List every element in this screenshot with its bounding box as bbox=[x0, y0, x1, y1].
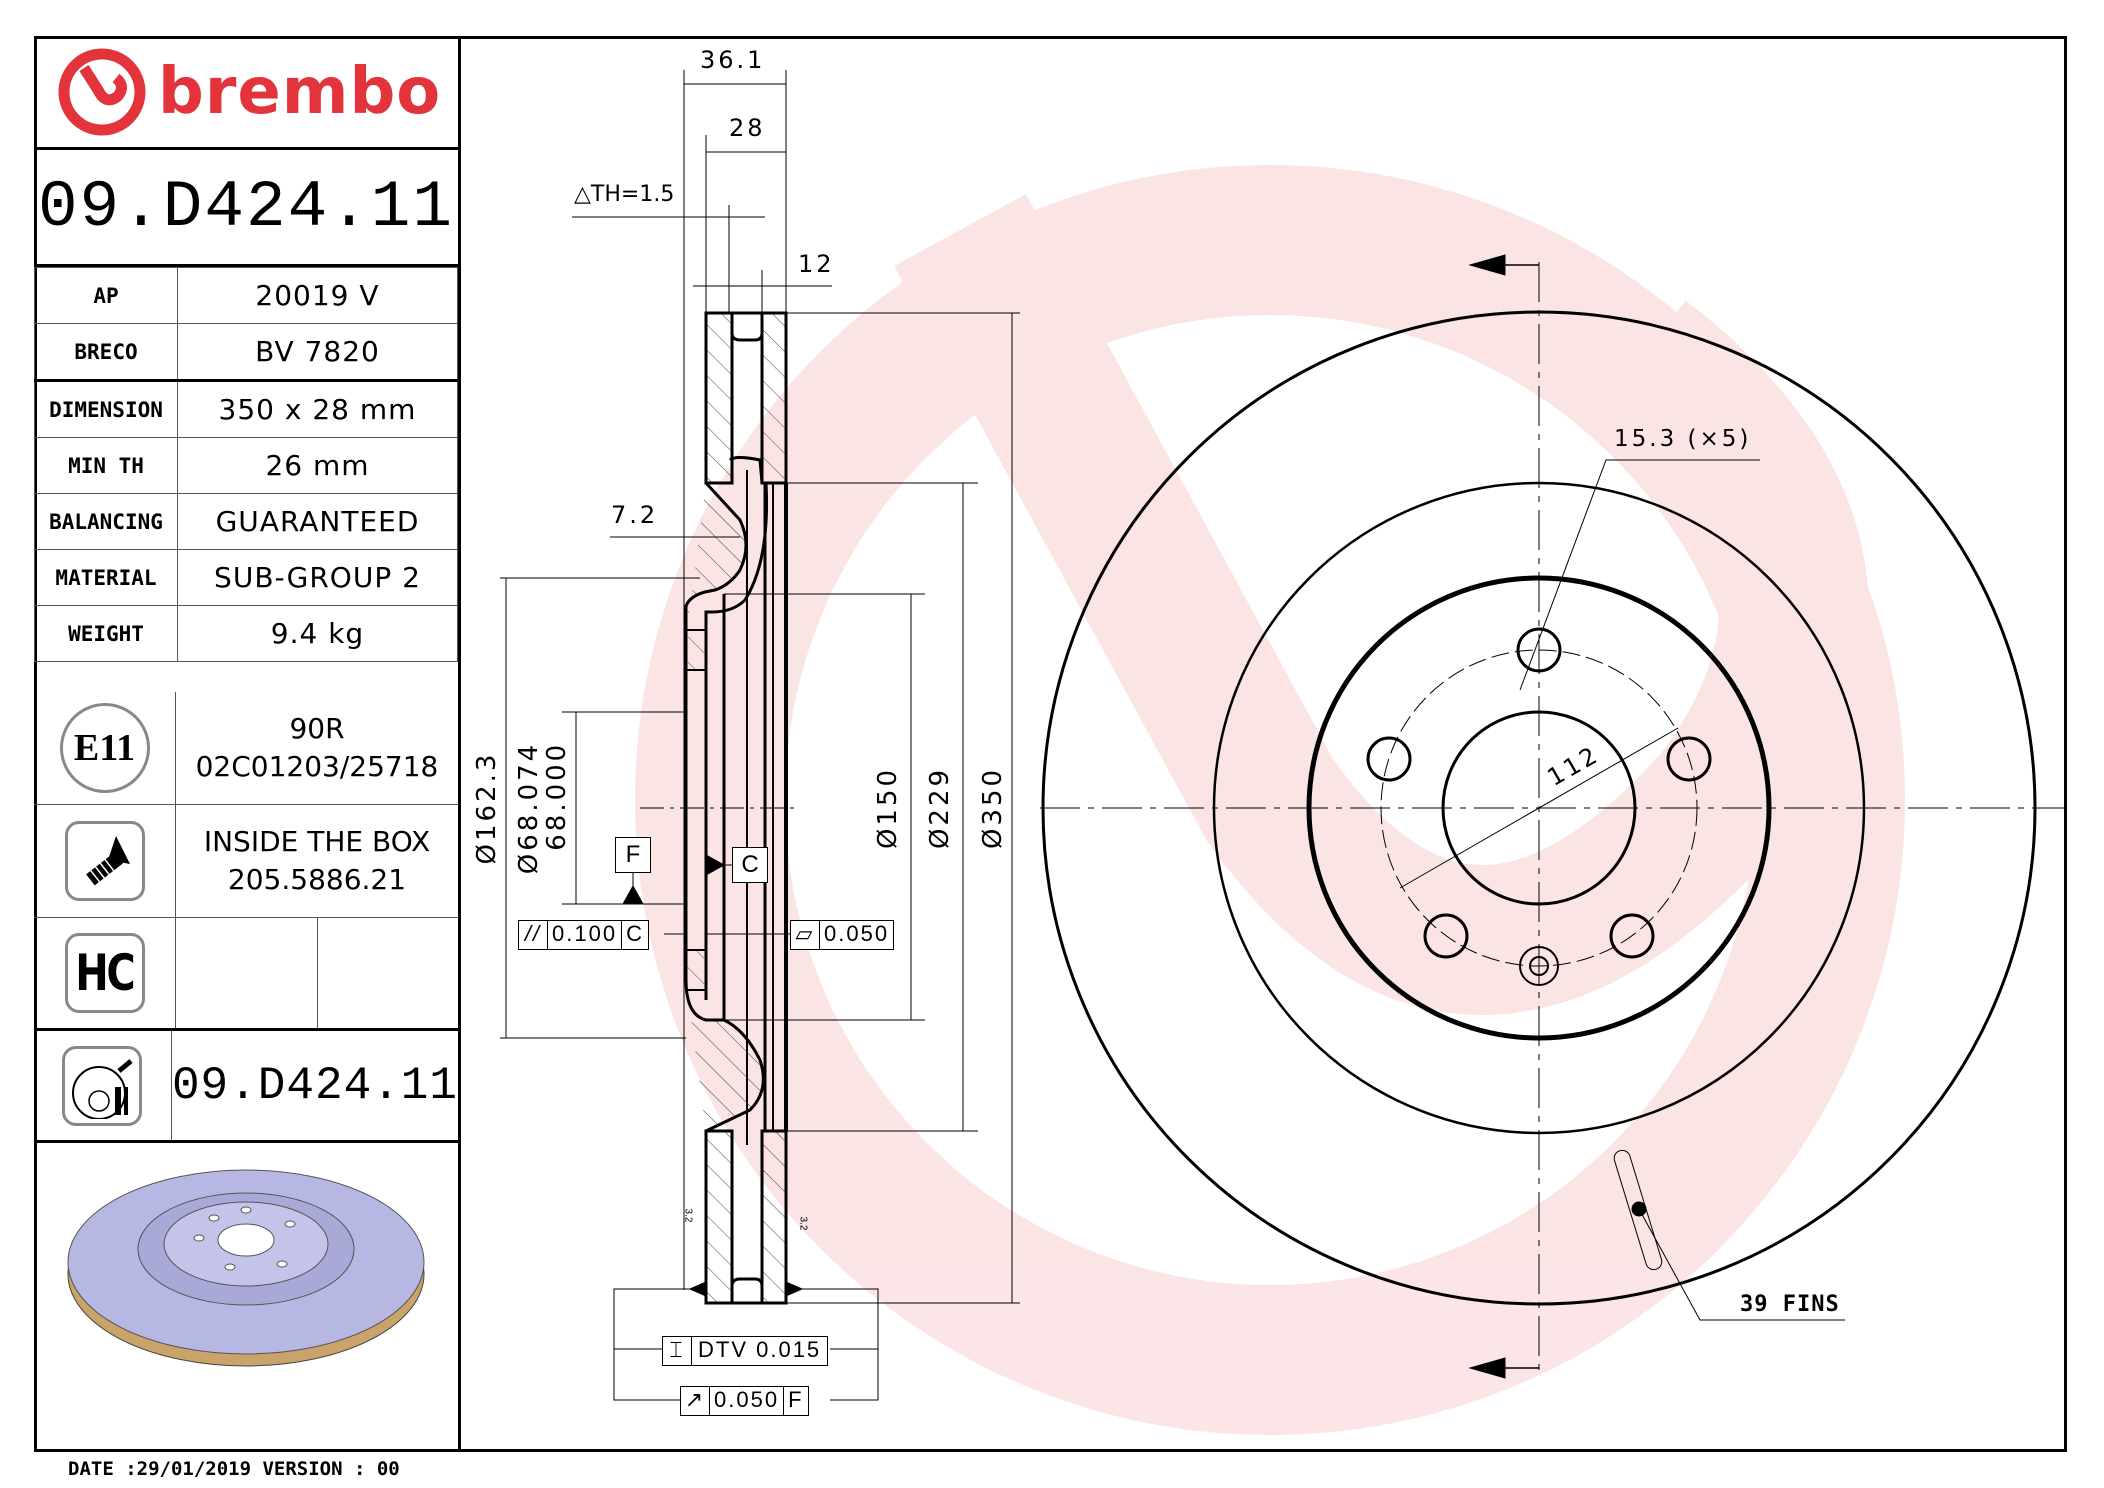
drawing-frame bbox=[34, 36, 2067, 1452]
spec-key: BALANCING bbox=[34, 493, 178, 550]
approval-text: 90R 02C01203/25718 bbox=[176, 692, 458, 804]
runout-frame: ↗ 0.050 F bbox=[680, 1386, 809, 1416]
spec-value: 26 mm bbox=[177, 437, 458, 494]
spec-key: WEIGHT bbox=[34, 605, 178, 662]
spec-value: GUARANTEED bbox=[177, 493, 458, 550]
screw-line2: 205.5886.21 bbox=[227, 863, 407, 896]
flatness-frame: ▱ 0.050 bbox=[790, 920, 895, 950]
dim-hat-offset: 7.2 bbox=[611, 501, 659, 529]
parallelism-value: 0.100 bbox=[548, 921, 623, 949]
dim-overall-width: 36.1 bbox=[700, 46, 766, 74]
runout-ref: F bbox=[788, 1387, 804, 1412]
brembo-logo-icon bbox=[58, 48, 146, 135]
screw-text: INSIDE THE BOX 205.5886.21 bbox=[176, 805, 458, 917]
disc-icon-cell bbox=[34, 1031, 172, 1140]
hc-empty-cells bbox=[176, 918, 458, 1028]
brand-name: brembo bbox=[158, 54, 442, 129]
spec-key: DIMENSION bbox=[34, 379, 178, 438]
section-view bbox=[500, 70, 1020, 1401]
runout-icon: ↗ bbox=[681, 1387, 710, 1415]
dtv-value: DTV 0.015 bbox=[698, 1337, 822, 1362]
spec-value: BV 7820 bbox=[177, 323, 458, 381]
disc-3d-render bbox=[67, 1169, 425, 1367]
hc-empty-cell-1 bbox=[176, 918, 318, 1028]
approval-line1: 90R bbox=[289, 712, 345, 745]
runout-value: 0.050 bbox=[710, 1387, 785, 1415]
parallelism-frame: // 0.100 C bbox=[518, 920, 649, 950]
bolt-hole-label: 15.3 (×5) bbox=[1614, 426, 1752, 452]
spec-value: SUB-GROUP 2 bbox=[177, 549, 458, 606]
brake-disc-icon bbox=[62, 1045, 143, 1126]
hc-row: HC bbox=[34, 918, 458, 1031]
dim-thickness: 28 bbox=[729, 114, 766, 142]
spec-key: MIN TH bbox=[34, 437, 178, 494]
dtv-frame: ⌶ DTV 0.015 bbox=[662, 1336, 829, 1366]
datum-f-box: F bbox=[615, 837, 651, 873]
date-version-footer: DATE :29/01/2019 VERSION : 00 bbox=[68, 1458, 400, 1480]
approval-icon-cell: E11 bbox=[34, 692, 176, 804]
hc-empty-cell-2 bbox=[318, 918, 459, 1028]
screw-icon-cell bbox=[34, 805, 176, 917]
screw-line1: INSIDE THE BOX bbox=[203, 825, 431, 858]
parallelism-icon: // bbox=[519, 921, 548, 949]
flatness-value: 0.050 bbox=[824, 921, 890, 946]
spec-key: BRECO bbox=[34, 323, 178, 381]
brand-logo: brembo bbox=[34, 36, 458, 150]
spec-value: 9.4 kg bbox=[177, 605, 458, 662]
datum-c-box: C bbox=[732, 847, 768, 883]
spec-value: 20019 V bbox=[177, 267, 458, 324]
parallelism-ref: C bbox=[626, 921, 644, 946]
icon-rows: E11 90R 02C01203/25718 bbox=[34, 692, 458, 1143]
brembo-watermark bbox=[635, 165, 1905, 1435]
screw-row: INSIDE THE BOX 205.5886.21 bbox=[34, 805, 458, 918]
hc-icon-cell: HC bbox=[34, 918, 176, 1028]
spec-key: AP bbox=[34, 267, 178, 324]
approval-line2: 02C01203/25718 bbox=[195, 750, 439, 783]
part-number: 09.D424.11 bbox=[37, 169, 455, 245]
spec-key: MATERIAL bbox=[34, 549, 178, 606]
dtv-icon: ⌶ bbox=[663, 1337, 692, 1365]
hc-label: HC bbox=[75, 944, 135, 1002]
spec-value: 350 x 28 mm bbox=[177, 379, 458, 438]
dim-vent-width: 12 bbox=[798, 250, 835, 278]
flatness-icon: ▱ bbox=[791, 921, 820, 949]
approval-row: E11 90R 02C01203/25718 bbox=[34, 692, 458, 805]
screw-icon bbox=[64, 821, 145, 901]
fins-label: 39 FINS bbox=[1740, 1292, 1840, 1317]
dim-delta-th: △TH=1.5 bbox=[574, 182, 675, 207]
part-number-cell: 09.D424.11 bbox=[34, 150, 458, 267]
hc-coating-icon: HC bbox=[64, 933, 145, 1013]
disc-code: 09.D424.11 bbox=[171, 1059, 458, 1112]
front-view bbox=[1040, 254, 2065, 1379]
disc-code-cell: 09.D424.11 bbox=[172, 1031, 458, 1140]
disc-code-row: 09.D424.11 bbox=[34, 1031, 458, 1143]
e11-homologation-icon: E11 bbox=[59, 703, 150, 793]
